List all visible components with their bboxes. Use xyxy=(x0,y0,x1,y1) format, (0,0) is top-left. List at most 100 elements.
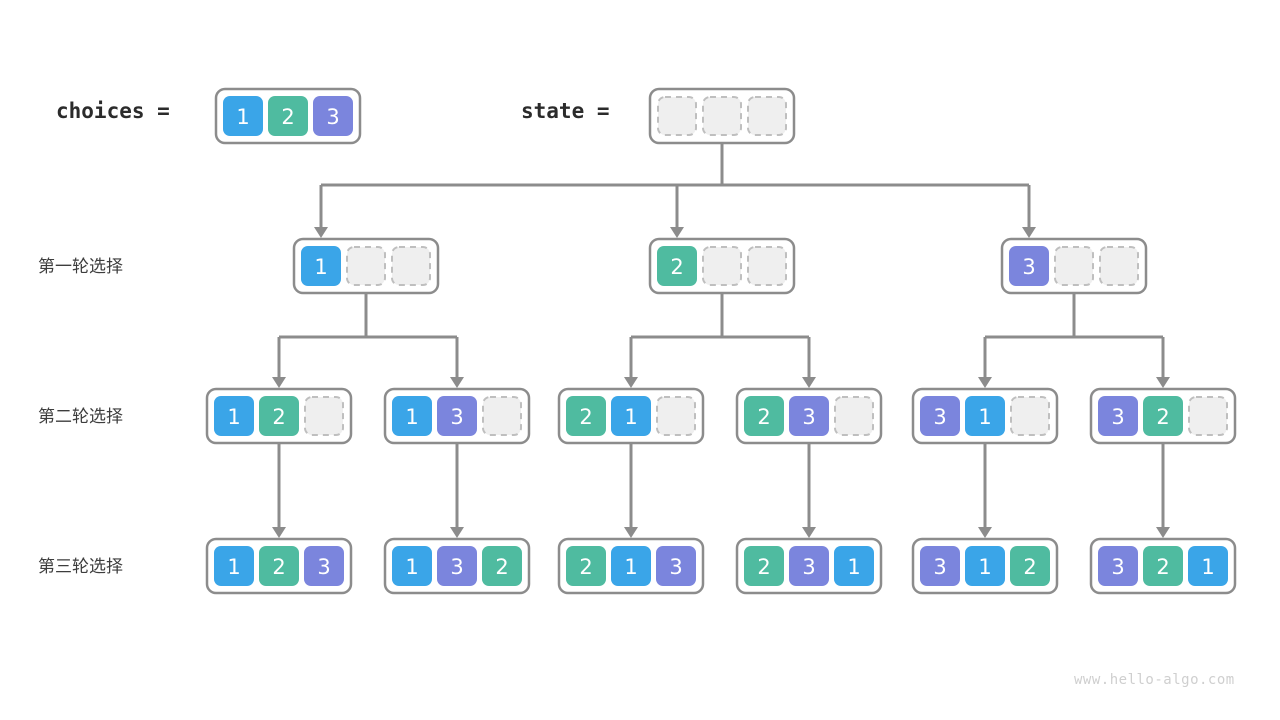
level1-node-2: 2 xyxy=(648,237,796,295)
choices-array: 1 2 3 xyxy=(214,87,362,145)
cell-filled xyxy=(268,96,308,136)
arrow-head xyxy=(450,527,464,538)
cell-filled xyxy=(392,396,432,436)
cell-value: 1 xyxy=(405,555,418,579)
cell-empty xyxy=(1099,246,1139,286)
cell-empty xyxy=(747,96,787,136)
row-label-3: 第三轮选择 xyxy=(38,557,123,577)
cell-filled xyxy=(1143,546,1183,586)
cell-empty xyxy=(702,246,742,286)
cell-empty xyxy=(1054,246,1094,286)
cell-filled xyxy=(304,546,344,586)
level1-node-1: 1 xyxy=(292,237,440,295)
arrow-head xyxy=(1022,227,1036,238)
cell-filled xyxy=(301,246,341,286)
cell-value: 3 xyxy=(669,555,682,579)
cell-filled xyxy=(259,546,299,586)
cell-value: 1 xyxy=(227,555,240,579)
level3-node-3: 2 1 3 xyxy=(557,537,705,595)
row-label-2: 第二轮选择 xyxy=(38,407,123,427)
cell-value: 2 xyxy=(495,555,508,579)
connectors xyxy=(272,143,1170,538)
cell-value: 2 xyxy=(1156,405,1169,429)
watermark: www.hello-algo.com xyxy=(1074,672,1235,688)
arrow-head xyxy=(272,527,286,538)
cell-value: 2 xyxy=(281,105,294,129)
cell-value: 1 xyxy=(1201,555,1214,579)
cell-filled xyxy=(214,396,254,436)
arrow-head xyxy=(272,377,286,388)
arrow-head xyxy=(802,377,816,388)
cell-empty xyxy=(391,246,431,286)
cell-filled xyxy=(482,546,522,586)
level3-node-1: 1 2 3 xyxy=(205,537,353,595)
cell-filled xyxy=(223,96,263,136)
cell-filled xyxy=(611,546,651,586)
cell-filled xyxy=(1098,546,1138,586)
cell-filled xyxy=(1188,546,1228,586)
cell-empty xyxy=(657,96,697,136)
cell-filled xyxy=(259,396,299,436)
cell-value: 1 xyxy=(405,405,418,429)
cell-value: 3 xyxy=(317,555,330,579)
cell-filled xyxy=(834,546,874,586)
choices-label: choices = xyxy=(56,99,170,123)
cell-value: 1 xyxy=(978,405,991,429)
cell-value: 2 xyxy=(272,405,285,429)
cell-value: 2 xyxy=(272,555,285,579)
cell-value: 2 xyxy=(670,255,683,279)
cell-value: 3 xyxy=(326,105,339,129)
cell-value: 3 xyxy=(450,405,463,429)
cell-empty xyxy=(656,396,696,436)
cell-value: 3 xyxy=(933,405,946,429)
cell-value: 1 xyxy=(227,405,240,429)
cell-value: 2 xyxy=(1156,555,1169,579)
cell-value: 1 xyxy=(236,105,249,129)
cell-value: 1 xyxy=(624,555,637,579)
cell-empty xyxy=(346,246,386,286)
cell-filled xyxy=(392,546,432,586)
cell-empty xyxy=(482,396,522,436)
cell-empty xyxy=(304,396,344,436)
cell-filled xyxy=(566,546,606,586)
cell-filled xyxy=(744,396,784,436)
cell-filled xyxy=(1143,396,1183,436)
cell-empty xyxy=(702,96,742,136)
arrow-head xyxy=(624,527,638,538)
cell-filled xyxy=(1009,246,1049,286)
cell-value: 2 xyxy=(579,555,592,579)
cell-filled xyxy=(656,546,696,586)
cell-filled xyxy=(657,246,697,286)
arrow-head xyxy=(978,527,992,538)
cell-filled xyxy=(437,546,477,586)
cell-value: 2 xyxy=(579,405,592,429)
cell-value: 1 xyxy=(978,555,991,579)
cell-filled xyxy=(744,546,784,586)
cell-filled xyxy=(313,96,353,136)
row-label-1: 第一轮选择 xyxy=(38,257,123,277)
cell-filled xyxy=(920,546,960,586)
cell-value: 1 xyxy=(624,405,637,429)
arrow-head xyxy=(802,527,816,538)
cell-value: 3 xyxy=(1111,405,1124,429)
arrow-head xyxy=(1156,527,1170,538)
cell-filled xyxy=(566,396,606,436)
cell-filled xyxy=(1010,546,1050,586)
cell-filled xyxy=(437,396,477,436)
cell-filled xyxy=(789,546,829,586)
arrow-head xyxy=(1156,377,1170,388)
cell-filled xyxy=(965,396,1005,436)
cell-empty xyxy=(834,396,874,436)
cell-filled xyxy=(1098,396,1138,436)
level1-node-3: 3 xyxy=(1000,237,1148,295)
cell-value: 3 xyxy=(802,555,815,579)
cell-filled xyxy=(611,396,651,436)
cell-value: 2 xyxy=(1023,555,1036,579)
